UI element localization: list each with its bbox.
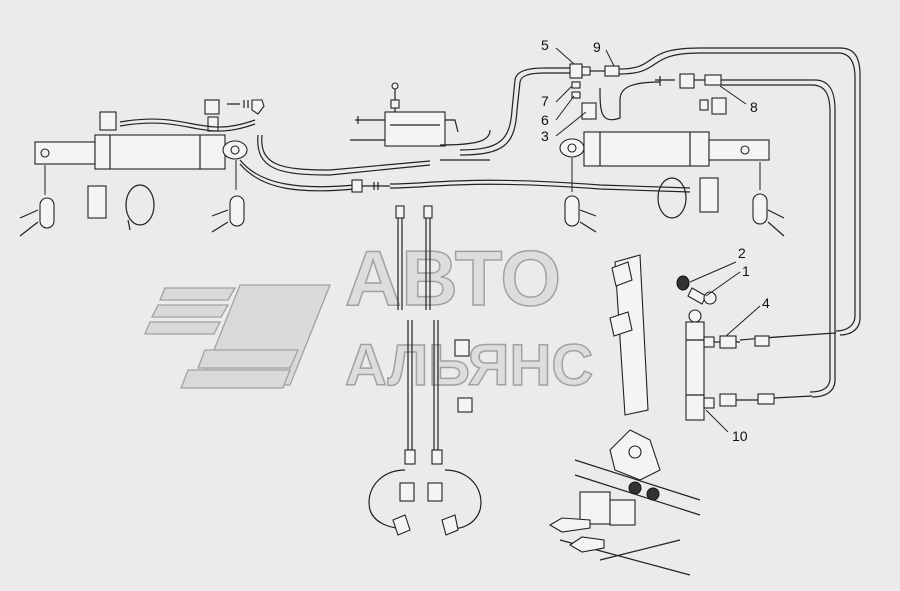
nut-2 xyxy=(676,275,690,291)
callout-2: 2 xyxy=(738,245,746,261)
valve-block xyxy=(384,111,446,147)
callout-7: 7 xyxy=(541,93,549,109)
bottom-couplers xyxy=(368,469,482,536)
left-cylinder-fitting-2 xyxy=(204,99,220,115)
nut-a xyxy=(628,481,642,495)
bolt-b xyxy=(568,536,605,553)
left-elbow-fitting xyxy=(251,99,265,115)
right-pin-2 xyxy=(752,193,768,225)
coupler-left xyxy=(399,482,415,502)
callout-8: 8 xyxy=(750,99,758,115)
left-bushing xyxy=(87,185,107,219)
hose-e xyxy=(459,67,570,151)
vertical-hoses xyxy=(395,205,473,465)
hitch-detail xyxy=(548,429,701,576)
hose-d xyxy=(389,179,691,189)
tee-fitting-right xyxy=(679,73,695,89)
right-clamp-ring xyxy=(657,177,687,219)
callout-4: 4 xyxy=(762,295,770,311)
lower-cylinder-assembly xyxy=(609,254,837,421)
hose-8 xyxy=(721,79,836,398)
right-bushing xyxy=(699,177,719,213)
bolt-1 xyxy=(687,287,707,305)
callout-1: 1 xyxy=(742,263,750,279)
mounting-bracket xyxy=(614,254,649,416)
coupler-right xyxy=(427,482,443,502)
left-pins-group xyxy=(19,160,245,237)
bolt-a xyxy=(548,517,591,533)
callout-9: 9 xyxy=(593,39,601,55)
tee-fitting-center xyxy=(351,179,363,193)
left-cylinder-body xyxy=(94,134,226,170)
callout-3: 3 xyxy=(541,128,549,144)
callout-labels: 1 2 3 4 5 6 7 8 9 10 xyxy=(541,37,770,444)
fitting-4 xyxy=(719,335,737,349)
fitting-6 xyxy=(571,91,581,99)
callout-6: 6 xyxy=(541,112,549,128)
left-cylinder-assembly xyxy=(34,99,265,170)
fitting-9-end xyxy=(604,65,620,77)
coupler-loop-right xyxy=(444,469,482,530)
hose-9 xyxy=(618,47,861,336)
callout-5: 5 xyxy=(541,37,549,53)
hose-a xyxy=(119,118,256,128)
left-pin-1 xyxy=(39,197,55,229)
watermark-emblem xyxy=(144,284,331,389)
fitting-3 xyxy=(581,102,597,120)
fitting-5 xyxy=(569,63,583,79)
left-clamp-ring xyxy=(125,184,155,226)
right-pin-1 xyxy=(564,195,580,227)
left-pin-2 xyxy=(229,195,245,227)
fitting-7 xyxy=(571,81,581,89)
hose-6 xyxy=(599,81,661,121)
clevis-bracket xyxy=(579,491,611,525)
right-cylinder-assembly xyxy=(559,131,785,237)
vertical-hose-upper xyxy=(397,218,431,310)
small-bracket-2 xyxy=(457,397,473,413)
central-hose-network xyxy=(119,67,691,193)
fitting-8 xyxy=(704,74,722,86)
top-right-fittings xyxy=(569,47,861,398)
small-bracket-1 xyxy=(454,339,470,357)
hose-b xyxy=(257,134,431,176)
watermark-logo: АВТО АЛЬЯНС xyxy=(144,233,594,399)
left-cylinder-fitting xyxy=(99,111,117,131)
cylinder-10 xyxy=(685,321,705,421)
callout-10: 10 xyxy=(732,428,748,444)
right-cylinder-mount-plate xyxy=(708,139,770,161)
callout-leaders xyxy=(555,47,761,433)
nut-b xyxy=(646,487,660,501)
watermark-line1: АВТО xyxy=(345,234,561,322)
hose-c xyxy=(239,159,356,188)
vertical-hose-lower xyxy=(407,320,439,450)
